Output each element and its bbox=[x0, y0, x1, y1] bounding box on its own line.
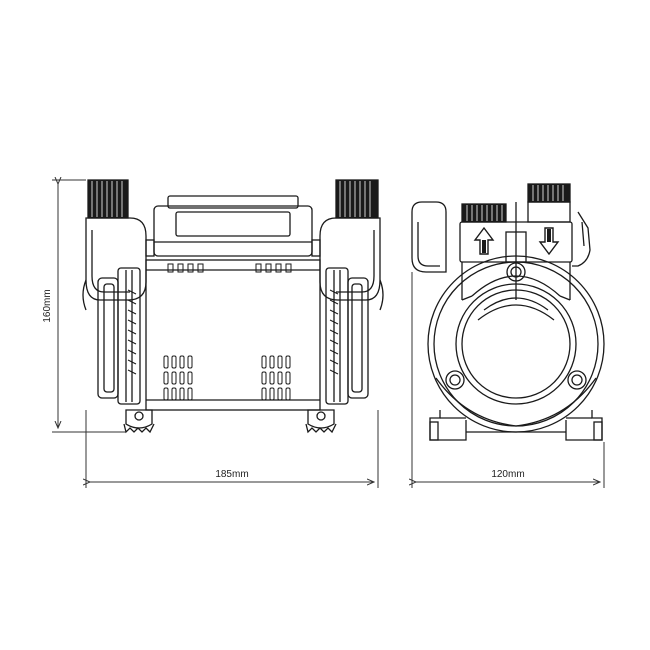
height-dimension bbox=[52, 180, 126, 433]
motor-body bbox=[145, 259, 321, 411]
height-label: 160mm bbox=[42, 289, 53, 322]
front-left-threaded-connector bbox=[461, 203, 507, 223]
depth-dimension bbox=[412, 272, 605, 488]
front-terminal-cover bbox=[411, 201, 591, 273]
depth-label: 120mm bbox=[491, 469, 524, 480]
terminal-box bbox=[145, 195, 321, 273]
right-foot bbox=[305, 409, 337, 434]
front-left-foot bbox=[429, 410, 467, 441]
front-right-bolt bbox=[567, 370, 587, 390]
front-view bbox=[411, 183, 605, 441]
arrow-down-icon bbox=[538, 227, 560, 256]
left-threaded-connector bbox=[87, 179, 129, 219]
left-pump-head bbox=[82, 217, 147, 405]
width-label: 185mm bbox=[215, 469, 248, 480]
right-pump-head bbox=[319, 217, 384, 405]
front-right-threaded-connector bbox=[527, 183, 571, 203]
front-left-bolt bbox=[445, 370, 465, 390]
front-right-foot bbox=[565, 410, 603, 441]
front-top-bolt bbox=[506, 262, 526, 282]
width-dimension bbox=[86, 410, 379, 488]
front-volute bbox=[427, 255, 605, 433]
right-threaded-connector bbox=[335, 179, 379, 219]
side-view bbox=[82, 179, 384, 434]
arrow-up-icon bbox=[473, 226, 495, 255]
left-foot bbox=[123, 409, 155, 434]
